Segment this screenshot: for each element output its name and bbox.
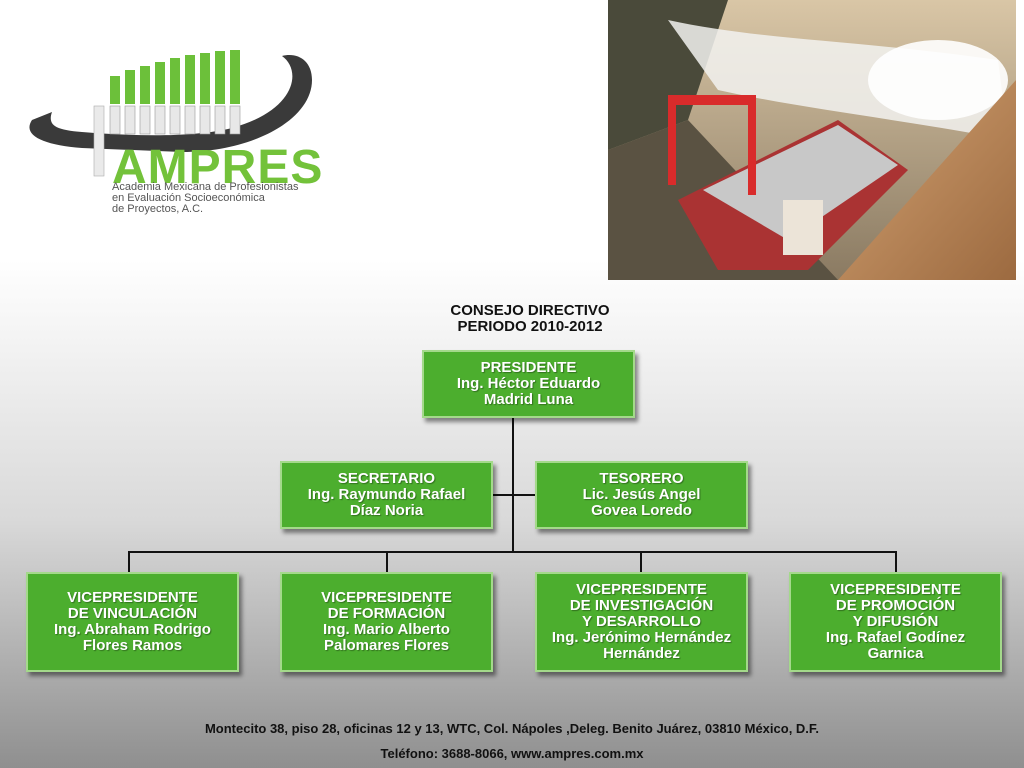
logo-subtitle: Academia Mexicana de Profesionistas en E… — [112, 182, 332, 215]
connector-line — [386, 551, 388, 572]
person-name: Lic. Jesús Angel — [582, 486, 701, 503]
role-label: Y DIFUSIÓN — [852, 613, 939, 630]
org-chart-title: CONSEJO DIRECTIVO PERIODO 2010-2012 — [400, 303, 660, 335]
vp-promocion-box: VICEPRESIDENTE DE PROMOCIÓN Y DIFUSIÓN I… — [789, 572, 1002, 672]
person-name: Ing. Héctor Eduardo — [456, 375, 601, 392]
logo-wordmark: AMPRES — [112, 141, 324, 194]
title-line: PERIODO 2010-2012 — [457, 318, 603, 335]
vp-investigacion-box: VICEPRESIDENTE DE INVESTIGACIÓN Y DESARR… — [535, 572, 748, 672]
person-name: Palomares Flores — [323, 637, 450, 654]
connector-line — [895, 551, 897, 572]
person-name: Ing. Mario Alberto — [323, 621, 450, 638]
connector-line — [640, 551, 642, 572]
person-name: Ing. Rafael Godínez — [825, 629, 966, 646]
role-label: SECRETARIO — [337, 470, 436, 487]
secretario-box: SECRETARIO Ing. Raymundo Rafael Díaz Nor… — [280, 461, 493, 529]
role-label: VICEPRESIDENTE — [576, 581, 707, 598]
hydroelectric-plant-photo — [608, 0, 1016, 280]
logo-mark-icon — [29, 50, 312, 177]
logo-subtitle-line: en Evaluación Socioeconómica — [112, 192, 265, 204]
tesorero-box: TESORERO Lic. Jesús Angel Govea Loredo — [535, 461, 748, 529]
role-label: DE INVESTIGACIÓN — [569, 597, 714, 614]
title-line: CONSEJO DIRECTIVO — [450, 302, 610, 319]
vp-vinculacion-box: VICEPRESIDENTE DE VINCULACIÓN Ing. Abrah… — [26, 572, 239, 672]
person-name: Hernández — [603, 645, 680, 662]
footer-address: Montecito 38, piso 28, oficinas 12 y 13,… — [204, 721, 820, 736]
connector-line — [492, 494, 536, 496]
connector-line — [128, 551, 897, 553]
role-label: Y DESARROLLO — [582, 613, 701, 630]
connector-line — [512, 417, 514, 552]
role-label: DE VINCULACIÓN — [67, 605, 198, 622]
person-name: Díaz Noria — [349, 502, 424, 519]
role-label: VICEPRESIDENTE — [321, 589, 452, 606]
ampres-logo: AMPRES Academia Mexicana de Profesionist… — [12, 40, 322, 220]
person-name: Ing. Raymundo Rafael — [307, 486, 466, 503]
role-label: VICEPRESIDENTE — [67, 589, 198, 606]
logo-subtitle-line: de Proyectos, A.C. — [112, 203, 204, 215]
person-name: Ing. Abraham Rodrigo — [54, 621, 211, 638]
vp-formacion-box: VICEPRESIDENTE DE FORMACIÓN Ing. Mario A… — [280, 572, 493, 672]
role-label: DE PROMOCIÓN — [835, 597, 956, 614]
person-name: Ing. Jerónimo Hernández — [551, 629, 732, 646]
presidente-box: PRESIDENTE Ing. Héctor Eduardo Madrid Lu… — [422, 350, 635, 418]
role-label: VICEPRESIDENTE — [830, 581, 961, 598]
role-label: TESORERO — [599, 470, 684, 487]
connector-line — [128, 551, 130, 572]
logo-subtitle-line: Academia Mexicana de Profesionistas — [112, 181, 299, 193]
dam-photo-illustration — [608, 0, 1016, 280]
person-name: Garnica — [867, 645, 924, 662]
role-label: DE FORMACIÓN — [327, 605, 446, 622]
footer-contact: Teléfono: 3688-8066, www.ampres.com.mx — [380, 746, 644, 761]
person-name: Flores Ramos — [82, 637, 183, 654]
role-label: PRESIDENTE — [480, 359, 577, 376]
person-name: Madrid Luna — [483, 391, 574, 408]
person-name: Govea Loredo — [591, 502, 692, 519]
